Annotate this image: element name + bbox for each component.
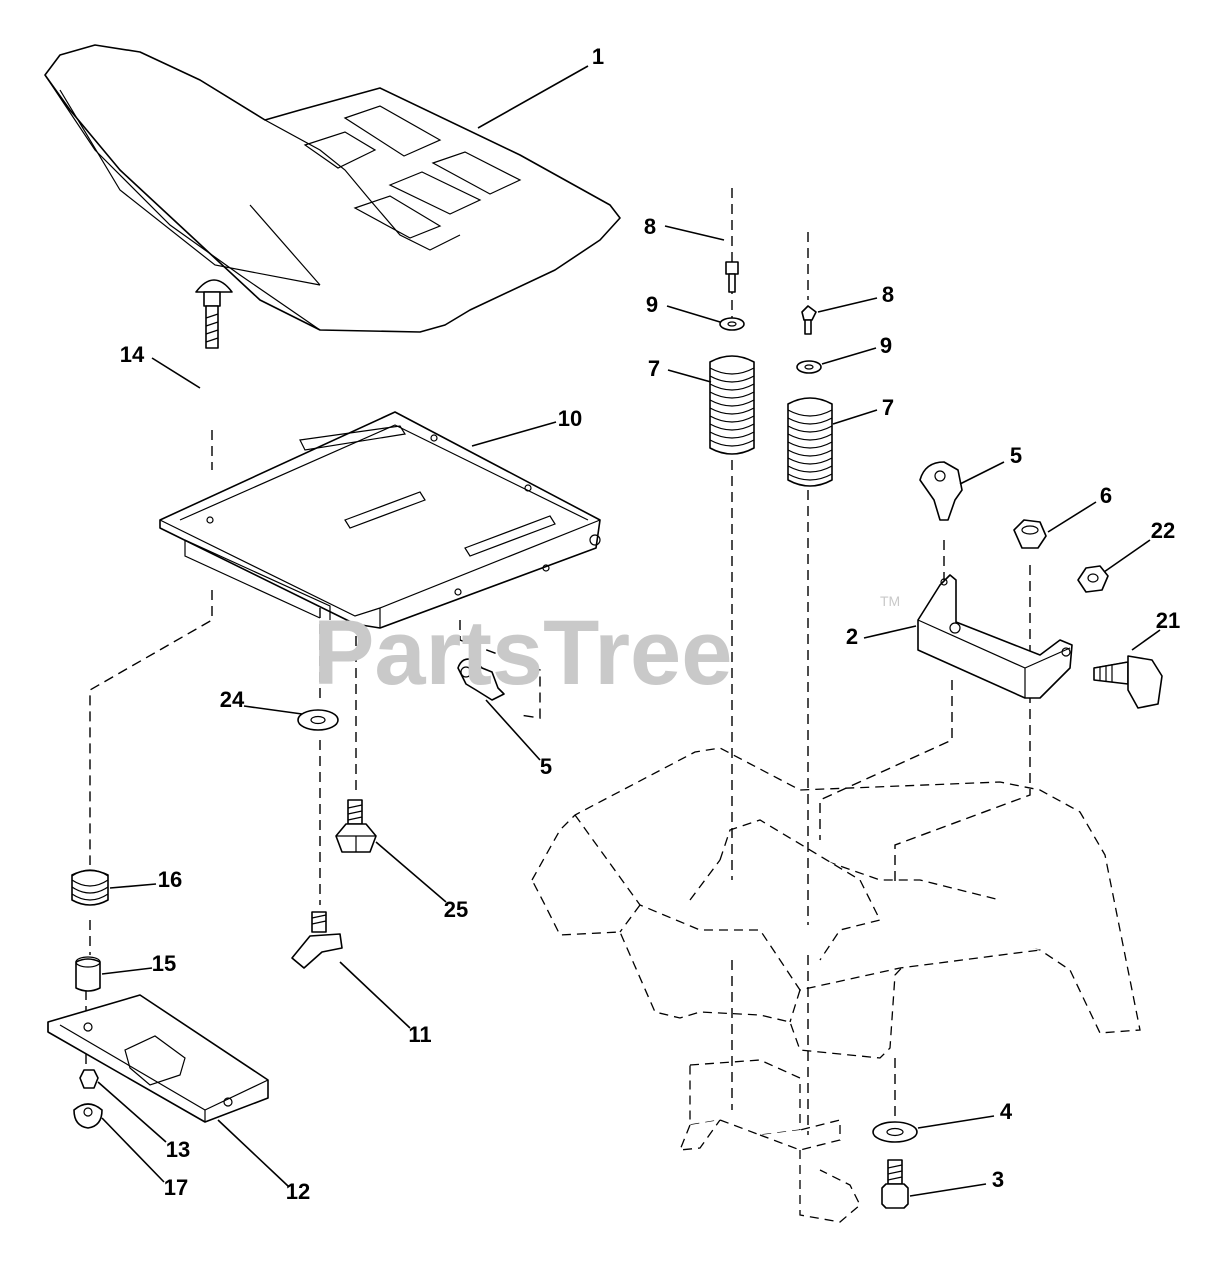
callout-c9a: 9: [646, 292, 658, 317]
latch-part-5-right: [919, 461, 963, 521]
callout-c16: 16: [158, 867, 182, 892]
callout-c25: 25: [444, 897, 468, 922]
callout-c6: 6: [1100, 483, 1112, 508]
callout-c17: 17: [164, 1175, 188, 1200]
callout-c21: 21: [1156, 608, 1180, 633]
callout-c5b: 5: [540, 754, 552, 779]
parts-tree-watermark: PartsTree TM: [313, 593, 900, 704]
washer-part-9-left: [719, 317, 745, 331]
callout-c12: 12: [286, 1179, 310, 1204]
callout-leader-lines: [97, 65, 1161, 1197]
callout-c14: 14: [120, 342, 145, 367]
svg-text:PartsTree: PartsTree: [313, 602, 732, 704]
nut-part-22: [1077, 565, 1109, 593]
carriage-bolt-part-14: [195, 279, 233, 349]
spacer-part-15: [75, 956, 101, 992]
screw-part-8-right: [801, 305, 817, 335]
callout-c15: 15: [152, 951, 176, 976]
callout-c7b: 7: [882, 395, 894, 420]
seat-part-1: [44, 44, 621, 333]
callout-c8a: 8: [644, 214, 656, 239]
callout-c10: 10: [558, 406, 582, 431]
hex-nut-part-6: [1013, 519, 1047, 549]
spring-part-16: [71, 869, 109, 906]
callout-c2: 2: [846, 624, 858, 649]
frame-ghost-outline: [531, 747, 1141, 1059]
spring-part-7-left: [709, 355, 755, 455]
svg-text:TM: TM: [880, 593, 900, 609]
callout-c24: 24: [220, 687, 245, 712]
screw-part-8-left: [725, 261, 739, 293]
callout-c9b: 9: [880, 333, 892, 358]
hex-bolt-part-3: [881, 1159, 909, 1209]
callout-c8b: 8: [882, 282, 894, 307]
callout-c13: 13: [166, 1137, 190, 1162]
callout-c11: 11: [408, 1022, 431, 1047]
callout-c5a: 5: [1010, 443, 1022, 468]
shoulder-bolt-part-25: [335, 799, 377, 853]
washer-part-24: [297, 709, 339, 731]
callout-c1: 1: [592, 44, 604, 69]
washer-part-4: [872, 1121, 918, 1143]
flange-nut-part-17: [73, 1103, 103, 1129]
bracket-part-2: [917, 574, 1073, 699]
seat-pan-part-10: [159, 411, 601, 629]
callout-c4: 4: [1000, 1099, 1013, 1124]
lower-mount-bracket-ghost: [678, 1059, 861, 1223]
nut-part-13: [79, 1069, 99, 1089]
callout-c3: 3: [992, 1167, 1004, 1192]
callout-c7a: 7: [648, 356, 660, 381]
shoulder-bolt-part-21: [1093, 655, 1163, 709]
callout-c22: 22: [1151, 518, 1175, 543]
latch-part-5-left: [457, 658, 505, 701]
knob-part-11: [291, 911, 343, 969]
spring-part-7-right: [787, 397, 833, 487]
mounting-plate-part-12: [47, 994, 269, 1123]
washer-part-9-right: [796, 360, 822, 374]
